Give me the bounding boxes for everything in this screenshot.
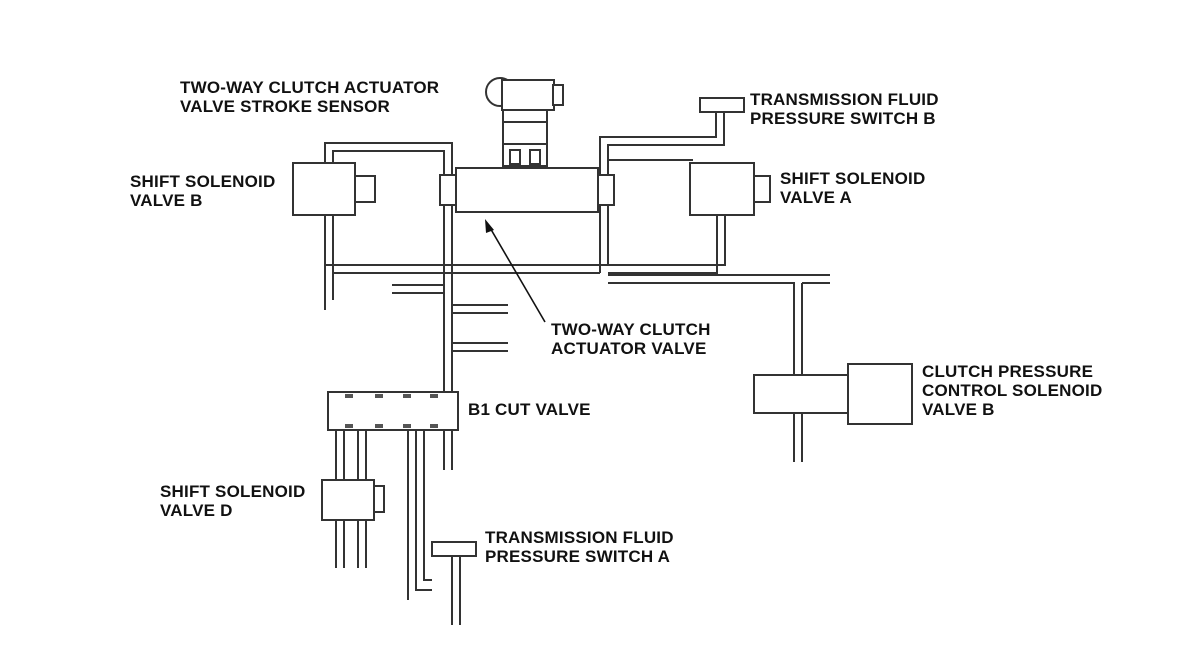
label-shift-solenoid-b: SHIFT SOLENOID VALVE B: [130, 172, 275, 210]
label-line: SHIFT SOLENOID: [780, 169, 926, 188]
label-line: SHIFT SOLENOID: [160, 482, 306, 501]
hydraulic-lines: [324, 112, 830, 625]
label-line: TWO-WAY CLUTCH ACTUATOR: [180, 78, 440, 97]
label-line: CONTROL SOLENOID: [922, 381, 1103, 400]
label-line: TRANSMISSION FLUID: [750, 90, 939, 109]
label-stroke-sensor: TWO-WAY CLUTCH ACTUATOR VALVE STROKE SEN…: [180, 78, 439, 116]
label-line: VALVE D: [160, 501, 233, 520]
label-line: PRESSURE SWITCH B: [750, 109, 936, 128]
label-actuator-valve: TWO-WAY CLUTCH ACTUATOR VALVE: [551, 320, 711, 358]
label-line: VALVE A: [780, 188, 852, 207]
shift-solenoid-a-icon: [689, 162, 771, 216]
label-line: SHIFT SOLENOID: [130, 172, 276, 191]
actuator-valve-icon: [439, 167, 615, 213]
label-line: TWO-WAY CLUTCH: [551, 320, 711, 339]
label-line: TRANSMISSION FLUID: [485, 528, 674, 547]
leader-arrow: [485, 219, 546, 323]
label-b1-cut-valve: B1 CUT VALVE: [468, 400, 591, 419]
b1-cut-valve-icon: [327, 391, 459, 431]
label-line: VALVE B: [130, 191, 203, 210]
label-pressure-switch-b: TRANSMISSION FLUID PRESSURE SWITCH B: [750, 90, 939, 128]
label-shift-solenoid-d: SHIFT SOLENOID VALVE D: [160, 482, 305, 520]
stroke-sensor-icon: [485, 77, 564, 167]
pressure-switch-b-icon: [699, 97, 745, 113]
label-line: ACTUATOR VALVE: [551, 339, 707, 358]
pressure-switch-a-icon: [431, 541, 477, 557]
label-pressure-switch-a: TRANSMISSION FLUID PRESSURE SWITCH A: [485, 528, 674, 566]
label-line: B1 CUT VALVE: [468, 400, 591, 419]
cpc-solenoid-b-icon: [753, 363, 913, 425]
label-line: VALVE STROKE SENSOR: [180, 97, 391, 116]
label-line: VALVE B: [922, 400, 995, 419]
label-cpc-solenoid-b: CLUTCH PRESSURE CONTROL SOLENOID VALVE B: [922, 362, 1102, 419]
label-line: PRESSURE SWITCH A: [485, 547, 671, 566]
label-shift-solenoid-a: SHIFT SOLENOID VALVE A: [780, 169, 925, 207]
label-line: CLUTCH PRESSURE: [922, 362, 1094, 381]
shift-solenoid-d-icon: [321, 479, 385, 521]
shift-solenoid-b-icon: [292, 162, 376, 216]
